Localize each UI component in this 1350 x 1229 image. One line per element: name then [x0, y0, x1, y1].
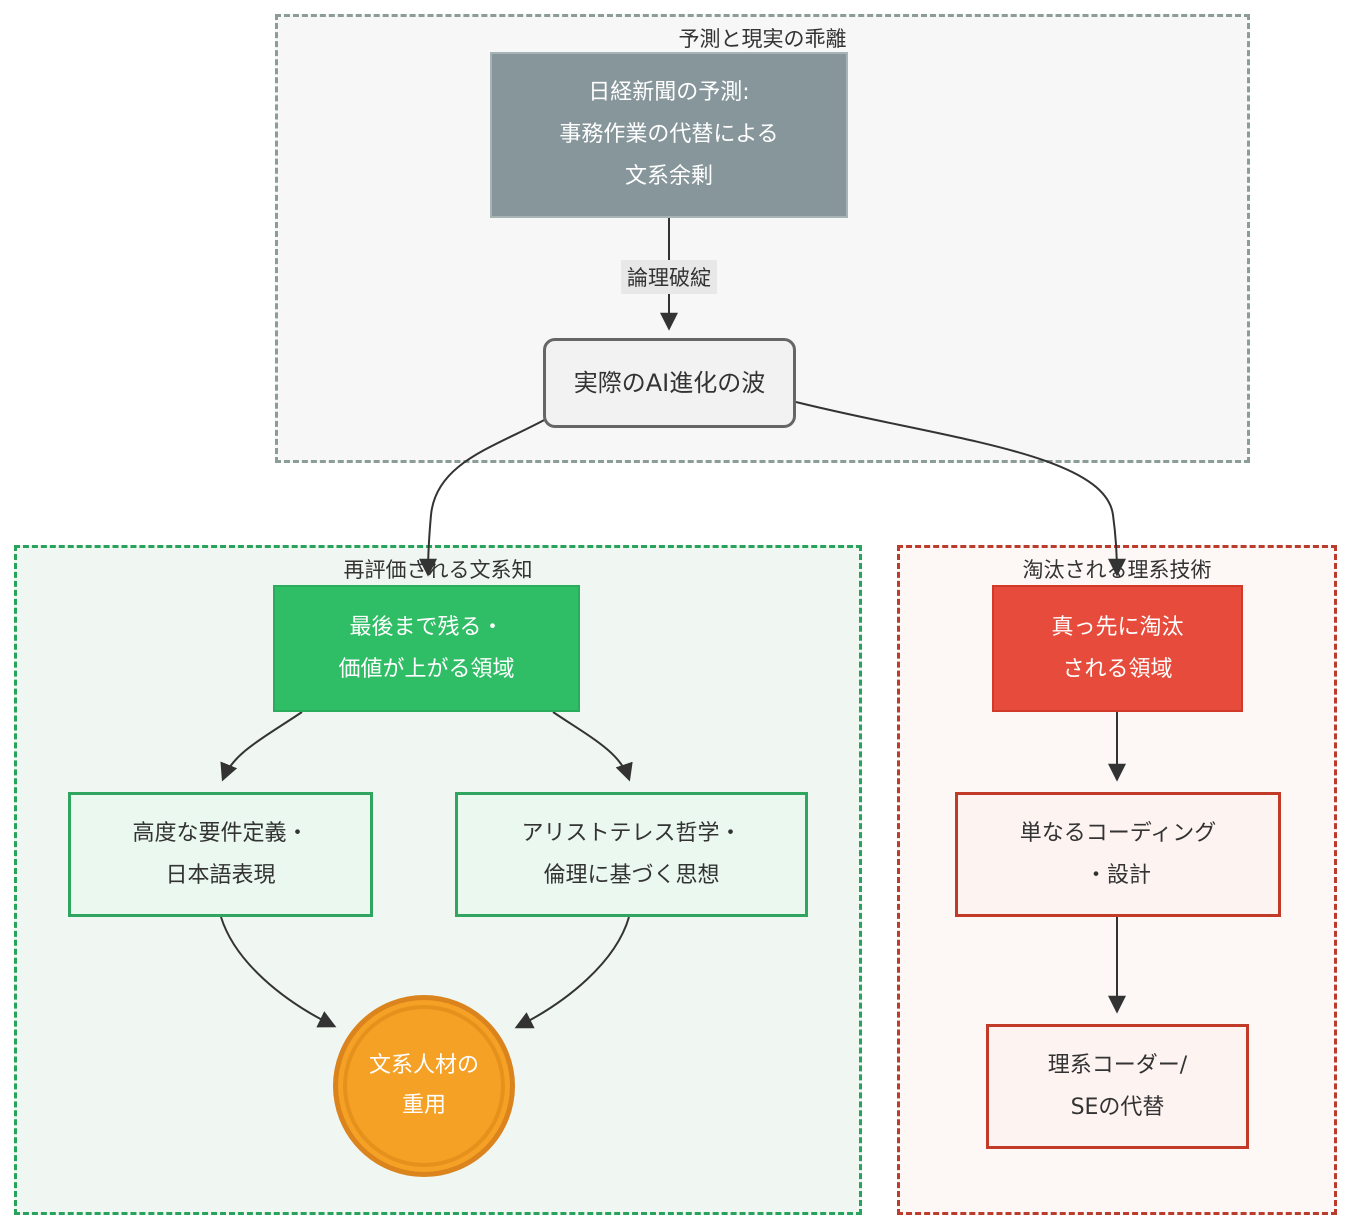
node-requirements-definition: 高度な要件定義・ 日本語表現: [68, 792, 373, 917]
node-humanities-talent-circle: 文系人材の 重用: [333, 995, 515, 1177]
node-requirements-line1: 高度な要件定義・: [132, 820, 309, 846]
node-actual-ai-wave: 実際のAI進化の波: [543, 338, 796, 428]
node-surviving-domain: 最後まで残る・ 価値が上がる領域: [273, 585, 580, 712]
node-philosophy-line2: 倫理に基づく思想: [543, 862, 720, 888]
node-nikkei-prediction: 日経新聞の予測: 事務作業の代替による 文系余剰: [490, 52, 848, 218]
node-aristotle-philosophy: アリストテレス哲学・ 倫理に基づく思想: [455, 792, 808, 917]
node-coding-line2: ・設計: [1084, 862, 1151, 888]
node-hired-line2: 重用: [401, 1093, 446, 1118]
node-survive-line1: 最後まで残る・: [349, 614, 504, 640]
node-philosophy-line1: アリストテレス哲学・: [521, 820, 742, 846]
section-title-humanities: 再評価される文系知: [343, 558, 533, 582]
node-aiwave-label: 実際のAI進化の波: [573, 369, 766, 397]
node-mere-coding: 単なるコーディング ・設計: [955, 792, 1281, 917]
section-title-prediction: 予測と現実の乖離: [678, 27, 847, 51]
section-title-science: 淘汰される理系技術: [1022, 558, 1212, 582]
node-survive-line2: 価値が上がる領域: [338, 656, 515, 682]
node-nikkei-line2: 事務作業の代替による: [559, 122, 779, 147]
node-se-line1: 理系コーダー/: [1047, 1052, 1188, 1078]
node-eliminated-line2: される領域: [1062, 656, 1173, 682]
node-eliminated-domain: 真っ先に淘汰 される領域: [992, 585, 1243, 712]
node-requirements-line2: 日本語表現: [165, 862, 276, 888]
node-nikkei-line3: 文系余剰: [624, 164, 713, 189]
edge-label-logic-break: 論理破綻: [621, 260, 717, 294]
node-eliminated-line1: 真っ先に淘汰: [1051, 614, 1184, 640]
node-se-line2: SEの代替: [1070, 1094, 1165, 1120]
node-se-replacement: 理系コーダー/ SEの代替: [986, 1024, 1249, 1149]
node-nikkei-line1: 日経新聞の予測:: [588, 80, 750, 105]
node-coding-line1: 単なるコーディング: [1019, 820, 1217, 846]
node-hired-line1: 文系人材の: [368, 1053, 479, 1078]
